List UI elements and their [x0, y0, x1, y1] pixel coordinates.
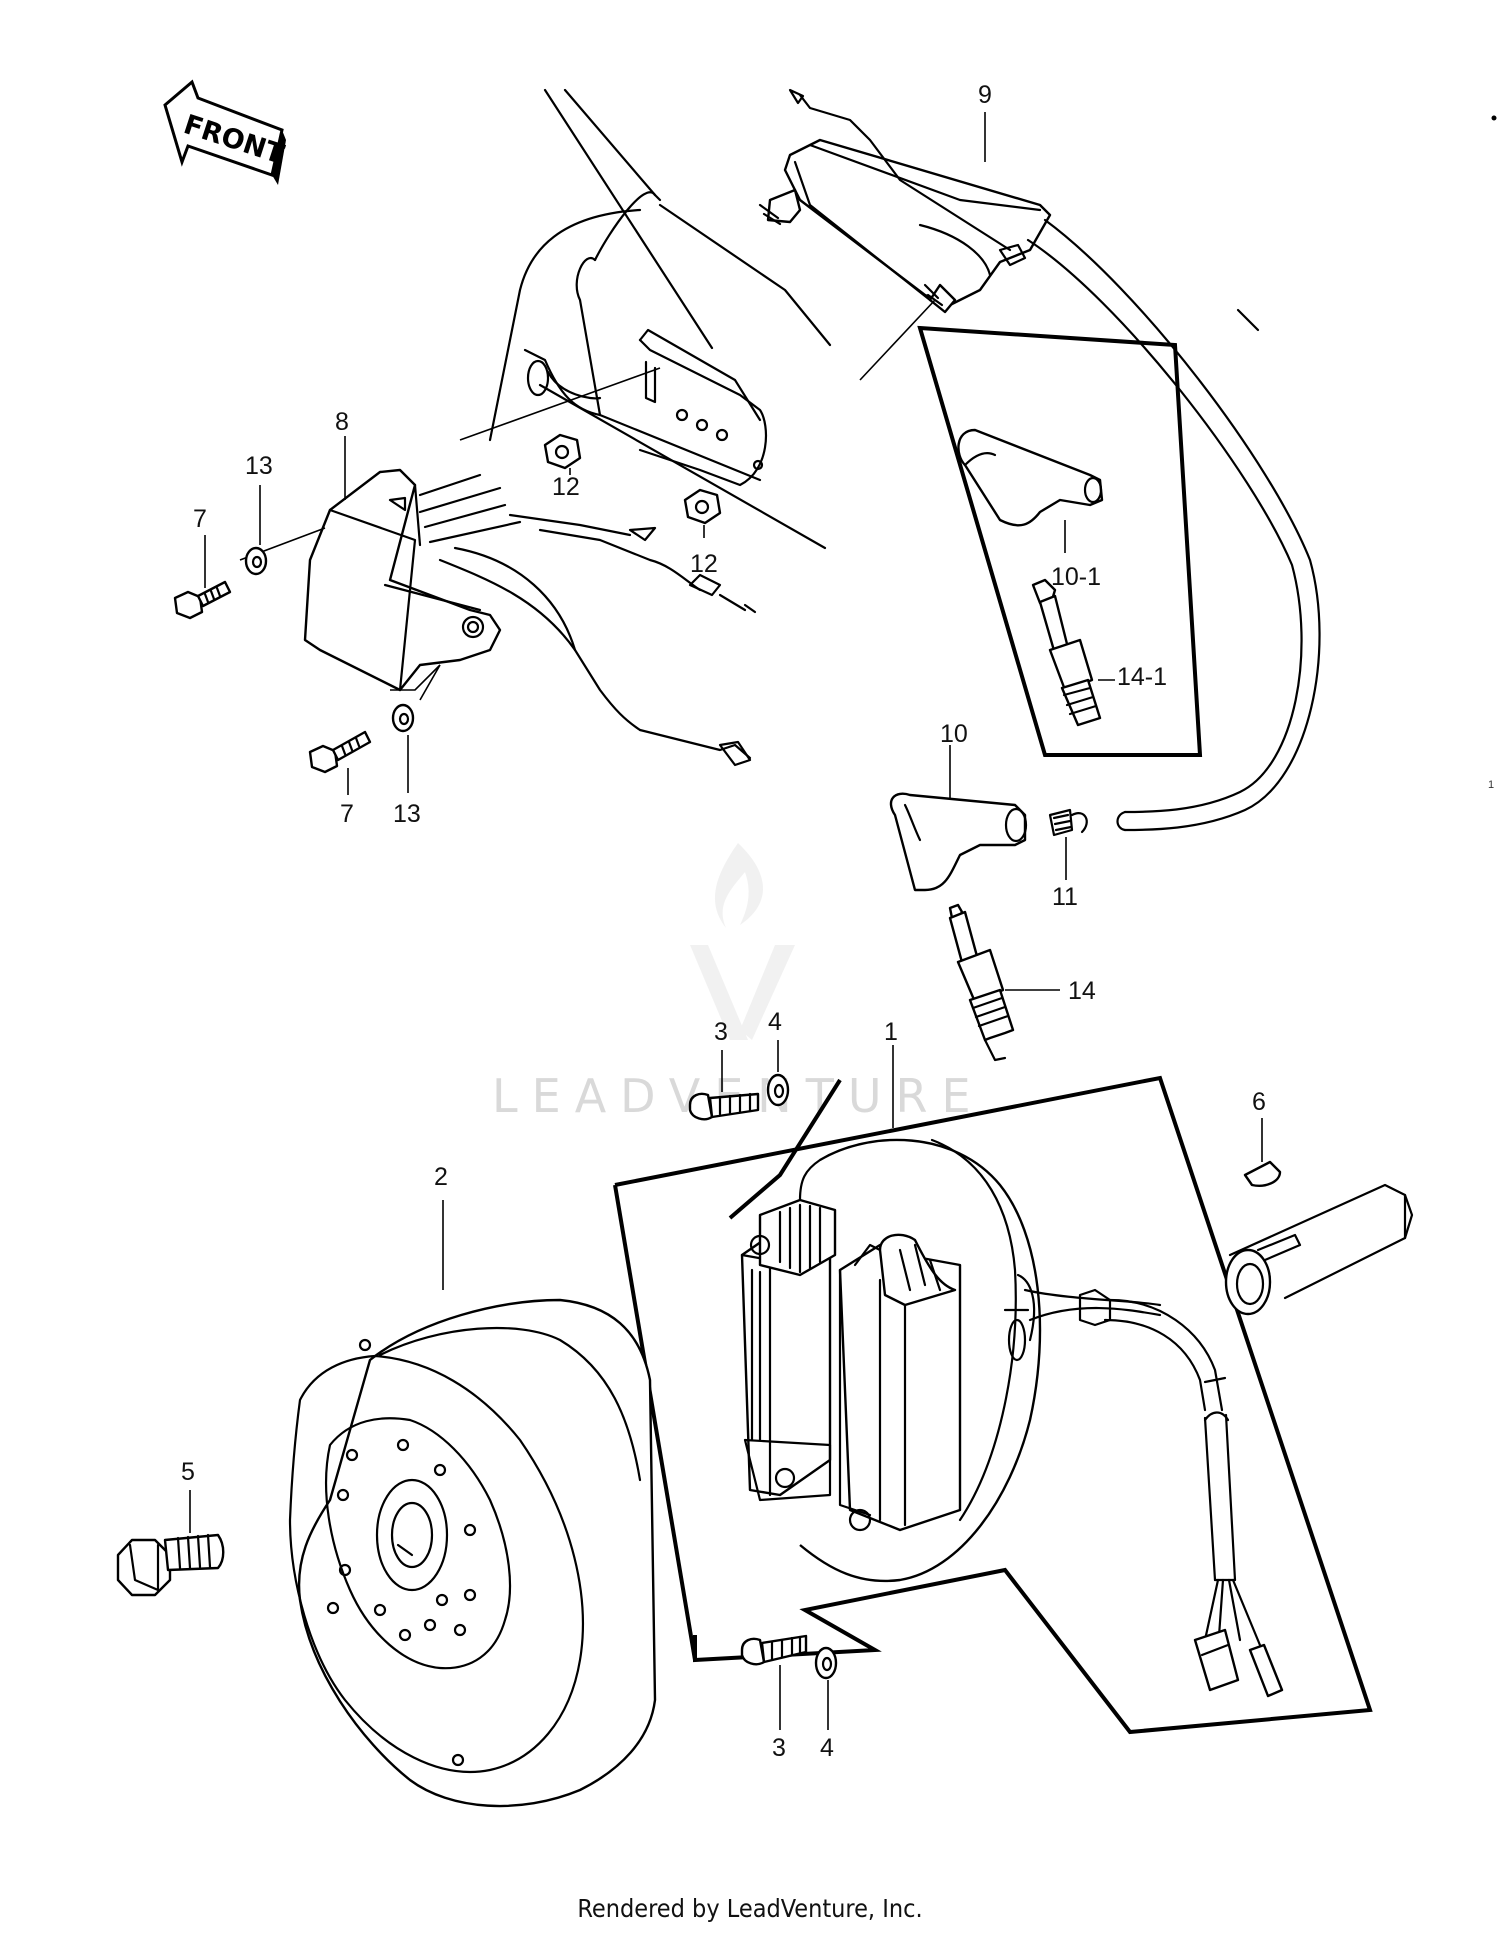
- stator-lead-wire: [1103, 1298, 1284, 1698]
- washer-4-lower: [814, 1646, 838, 1730]
- variant-inset-box: [917, 325, 1203, 757]
- stator-coil-secondary: [838, 1233, 962, 1532]
- flywheel-rotor: [288, 1200, 657, 1808]
- bolt-7-lower: [308, 730, 372, 795]
- washer-13-lower: [391, 703, 415, 793]
- crankshaft-end: [1224, 1183, 1414, 1316]
- callout-3-lower: 3: [772, 1734, 786, 1762]
- washer-4-upper: [766, 1040, 790, 1107]
- cdi-unit: [239, 436, 757, 767]
- callout-14: 14: [1068, 977, 1096, 1005]
- edge-fragment: 1: [1488, 779, 1494, 791]
- callout-12-upper: 12: [552, 473, 580, 501]
- callout-5: 5: [181, 1458, 195, 1486]
- callout-14-1: 14-1: [1117, 663, 1167, 691]
- callout-6: 6: [1252, 1088, 1266, 1116]
- footer-credit: Rendered by LeadVenture, Inc.: [577, 1894, 923, 1923]
- spark-plug: [948, 903, 1060, 1062]
- washer-13-upper: [244, 485, 268, 576]
- callout-7-lower: 7: [340, 800, 354, 828]
- flywheel-bolt-5: [116, 1490, 225, 1597]
- callout-7-upper: 7: [193, 505, 207, 533]
- front-arrow-icon: FRONT: [163, 79, 288, 185]
- edge-mark: [1491, 115, 1497, 121]
- callout-4-lower: 4: [820, 1734, 834, 1762]
- spark-plug-cap: [889, 745, 1028, 892]
- screw-3-lower: [740, 1634, 808, 1730]
- nut-12-upper: [543, 433, 582, 475]
- stator-coil-main: [740, 1198, 837, 1502]
- callout-2: 2: [434, 1163, 448, 1191]
- screw-3-upper: [688, 1050, 760, 1121]
- high-tension-lead: [1026, 218, 1321, 832]
- woodruff-key: [1243, 1118, 1282, 1187]
- callout-8: 8: [335, 408, 349, 436]
- nut-12-lower: [683, 488, 722, 538]
- callout-13-lower: 13: [393, 800, 421, 828]
- ignition-coil: [758, 88, 1052, 381]
- callout-3-upper: 3: [714, 1018, 728, 1046]
- callout-10: 10: [940, 720, 968, 748]
- callout-13-upper: 13: [245, 452, 273, 480]
- watermark-logo: [690, 843, 795, 1040]
- spring-11: [1048, 808, 1088, 880]
- frame-bracket: [459, 88, 832, 550]
- callout-11: 11: [1052, 883, 1078, 911]
- bolt-7-upper: [173, 535, 232, 620]
- callout-9: 9: [978, 81, 992, 109]
- callout-10-1: 10-1: [1051, 563, 1101, 591]
- callout-12-lower: 12: [690, 550, 718, 578]
- callout-1: 1: [884, 1018, 898, 1046]
- callout-4-upper: 4: [768, 1008, 782, 1036]
